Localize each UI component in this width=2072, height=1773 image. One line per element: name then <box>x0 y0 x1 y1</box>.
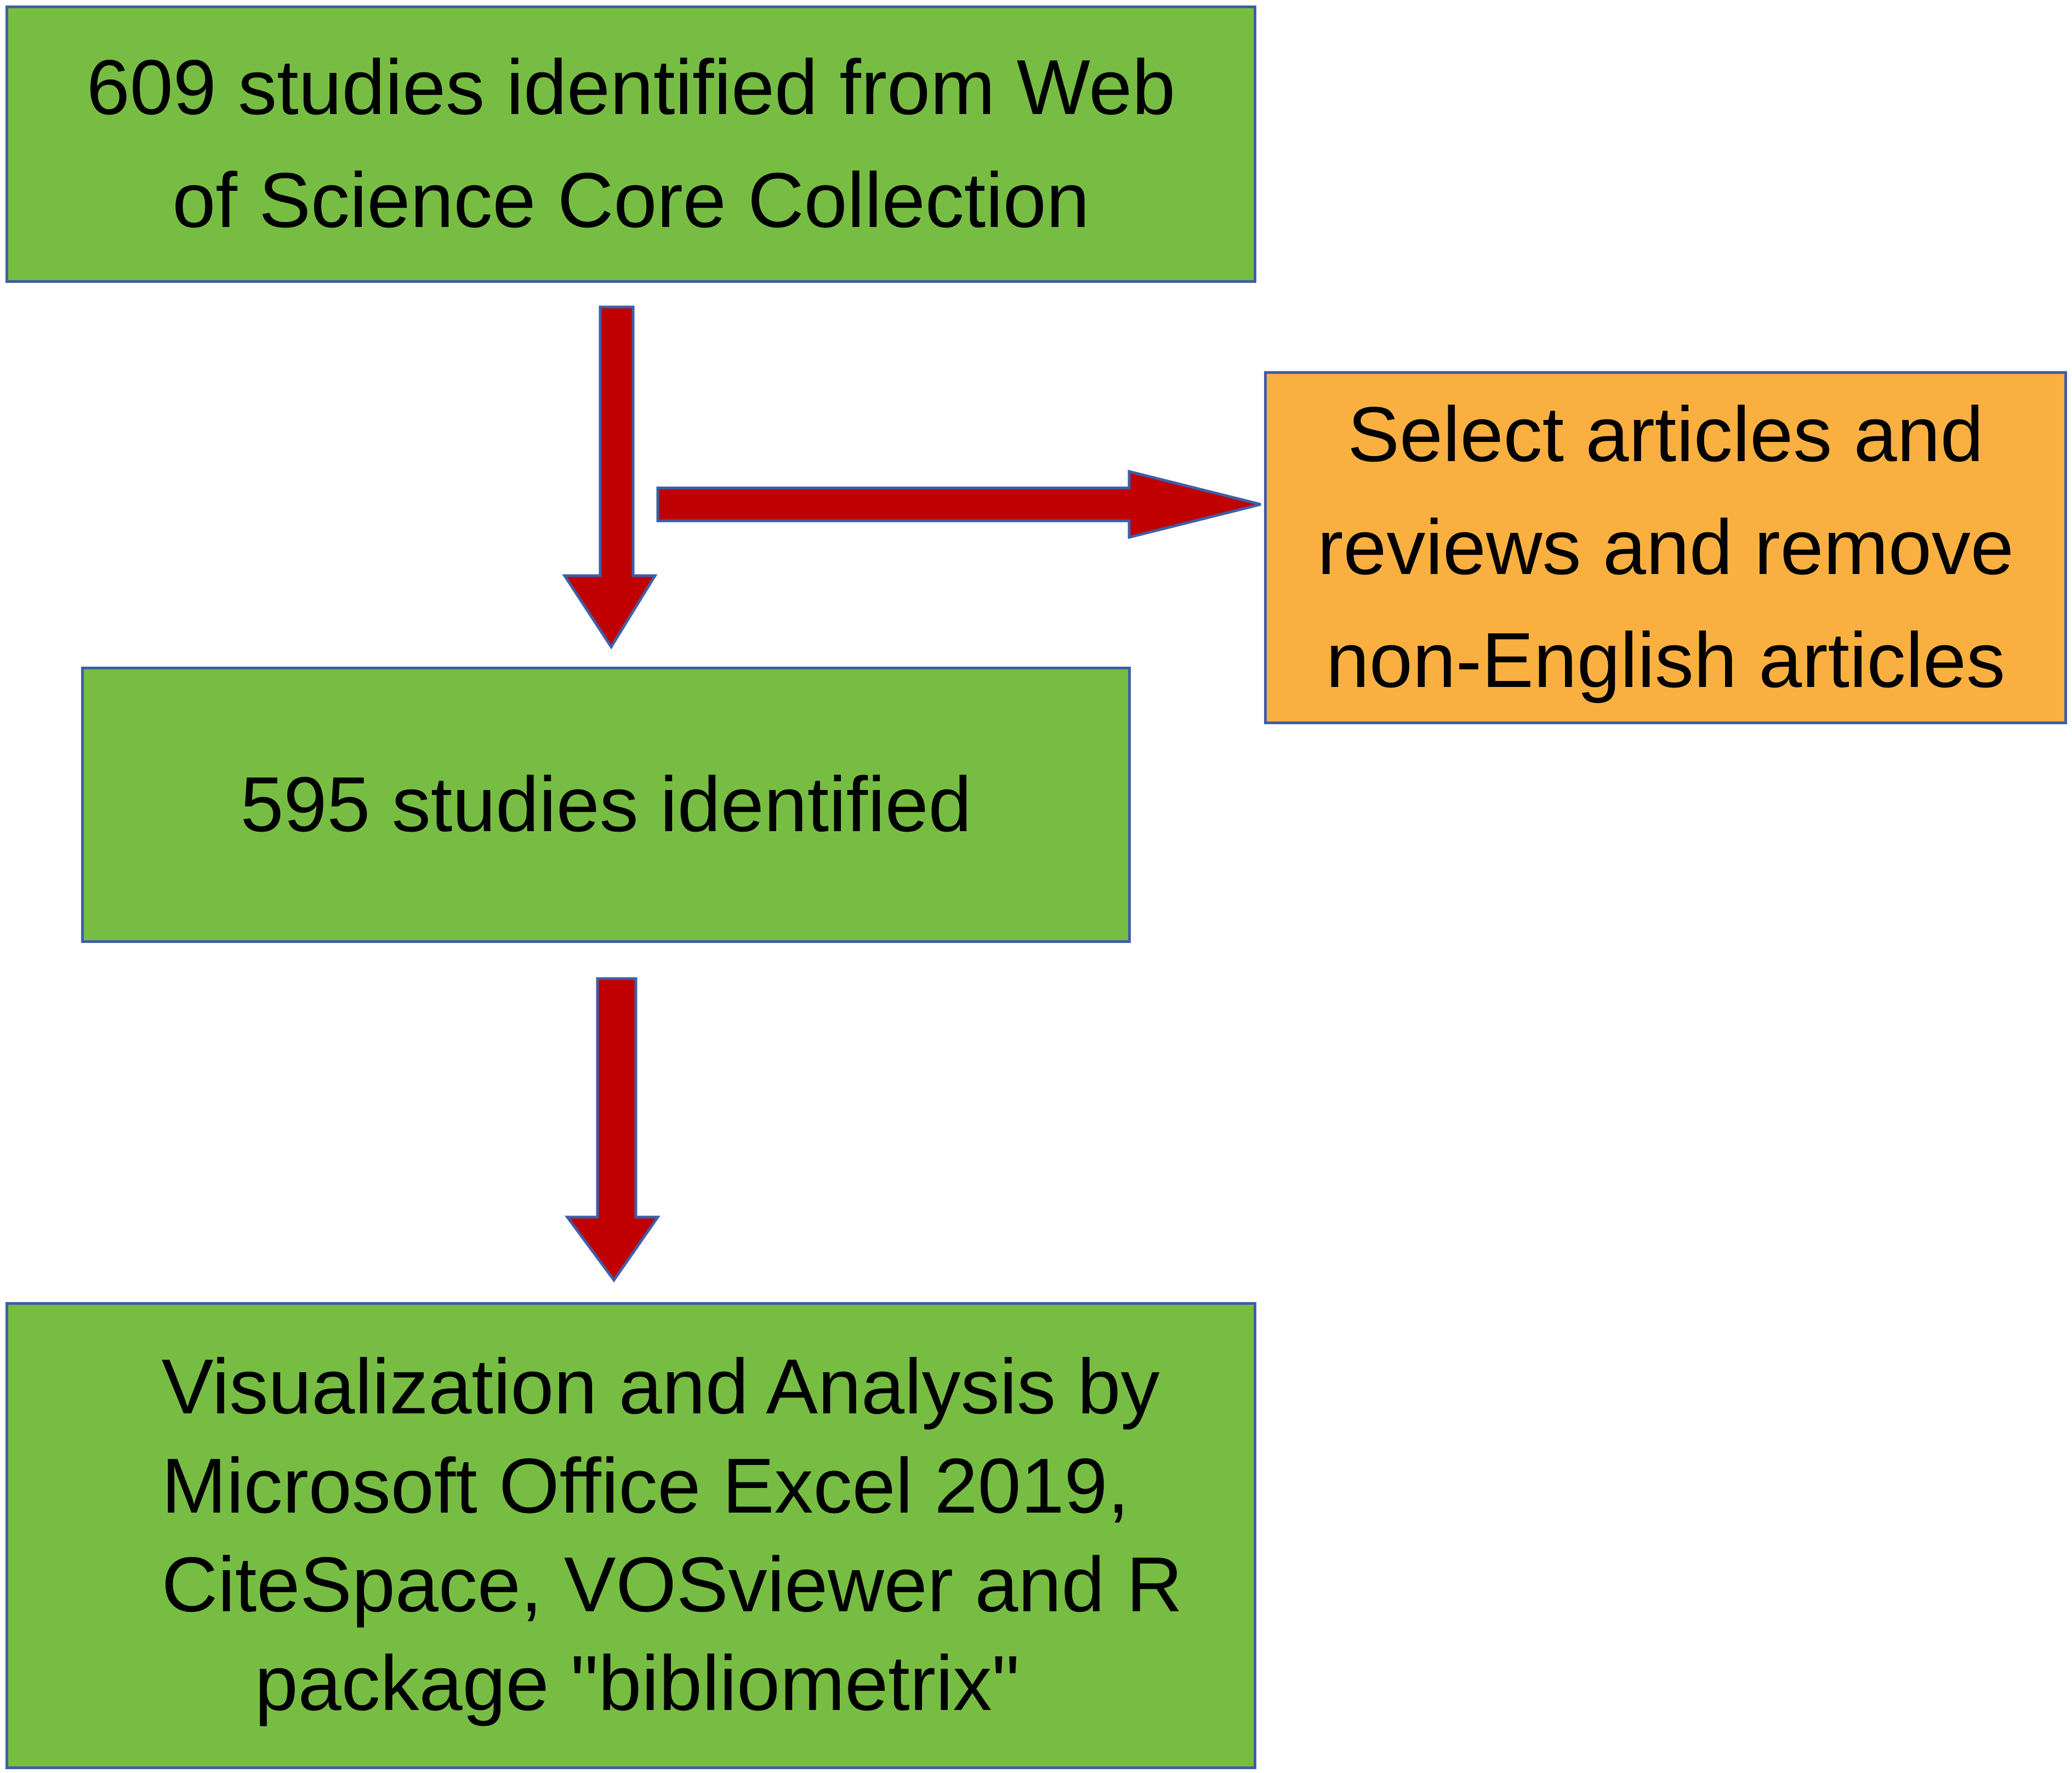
identified-studies-line-2: of Science Core Collection <box>172 157 1090 244</box>
analysis-tools-line-1: Visualization and Analysis by <box>161 1343 1160 1431</box>
arrow-down-1 <box>562 305 658 650</box>
identified-studies-box: 609 studies identified from Web of Scien… <box>5 5 1256 283</box>
exclusion-criteria-box: Select articles and reviews and remove n… <box>1264 371 2067 724</box>
arrow-down-2 <box>565 977 661 1283</box>
included-studies-line-1: 595 studies identified <box>240 761 972 849</box>
exclusion-criteria-line-2: reviews and remove <box>1317 504 2014 592</box>
analysis-tools-line-4: package "bibliometrix" <box>254 1640 1020 1727</box>
analysis-tools-box: Visualization and Analysis by Microsoft … <box>5 1302 1256 1769</box>
included-studies-box: 595 studies identified <box>81 667 1131 943</box>
exclusion-criteria-line-1: Select articles and <box>1347 391 1984 479</box>
arrow-right <box>656 469 1261 539</box>
exclusion-criteria-line-3: non-English articles <box>1325 616 2006 704</box>
analysis-tools-line-2: Microsoft Office Excel 2019, <box>161 1442 1129 1530</box>
identified-studies-line-1: 609 studies identified from Web <box>86 44 1176 132</box>
analysis-tools-line-3: CiteSpace, VOSviewer and R <box>161 1541 1183 1628</box>
